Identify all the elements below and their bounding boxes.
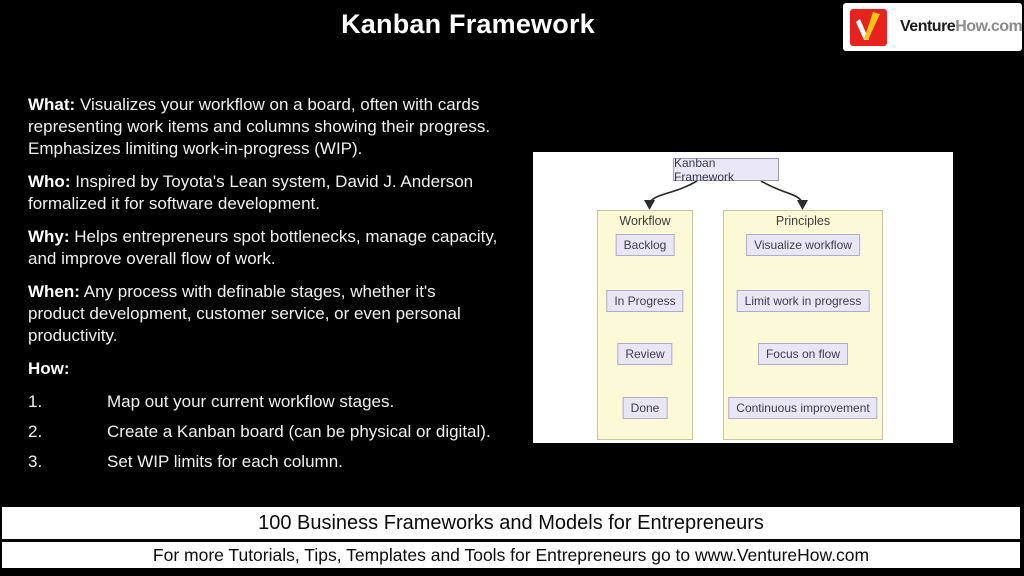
section-what: What: Visualizes your workflow on a boar… xyxy=(28,95,491,158)
node-limit-wip: Limit work in progress xyxy=(736,290,870,312)
node-continuous-improvement: Continuous improvement xyxy=(728,397,878,419)
logo-text: VentureHow.com xyxy=(900,18,1023,36)
node-review: Review xyxy=(617,343,673,365)
node-focus-on-flow: Focus on flow xyxy=(757,343,849,365)
node-backlog: Backlog xyxy=(615,234,675,256)
venturehow-logo: VentureHow.com xyxy=(843,3,1023,51)
how-step-3: 3. Set WIP limits for each column. xyxy=(28,452,343,471)
section-who-label: Who: xyxy=(28,172,71,191)
section-who: Who: Inspired by Toyota's Lean system, D… xyxy=(28,172,474,213)
how-step-2: 2. Create a Kanban board (can be physica… xyxy=(28,422,491,441)
section-why-label: Why: xyxy=(28,227,70,246)
footer-series-title: 100 Business Frameworks and Models for E… xyxy=(2,507,1020,539)
node-in-progress: In Progress xyxy=(606,290,684,312)
logo-text-gray: How.com xyxy=(955,18,1023,35)
section-why: Why: Helps entrepreneurs spot bottleneck… xyxy=(28,227,498,268)
section-how-label: How: xyxy=(28,359,70,378)
node-done: Done xyxy=(622,397,668,419)
principles-panel: Principles Visualize workflow Limit work… xyxy=(723,210,883,440)
page-title: Kanban Framework xyxy=(341,9,595,39)
diagram-root-node: Kanban Framework xyxy=(673,156,779,184)
how-step-1: 1. Map out your current workflow stages. xyxy=(28,392,395,411)
section-what-label: What: xyxy=(28,95,76,114)
description-text: What: Visualizes your workflow on a boar… xyxy=(28,94,514,481)
principles-panel-title: Principles xyxy=(775,214,831,228)
section-when-label: When: xyxy=(28,282,80,301)
footer-promo-line: For more Tutorials, Tips, Templates and … xyxy=(2,542,1020,568)
workflow-panel: Workflow Backlog In Progress Review Done xyxy=(597,210,693,440)
node-visualize-workflow: Visualize workflow xyxy=(746,234,860,256)
venturehow-check-icon xyxy=(850,8,887,46)
section-when: When: Any process with definable stages,… xyxy=(28,282,461,345)
kanban-diagram: Kanban Framework Workflow Backlog In Pro… xyxy=(533,152,953,443)
logo-text-bold: Venture xyxy=(900,18,956,35)
workflow-panel-title: Workflow xyxy=(619,214,671,228)
